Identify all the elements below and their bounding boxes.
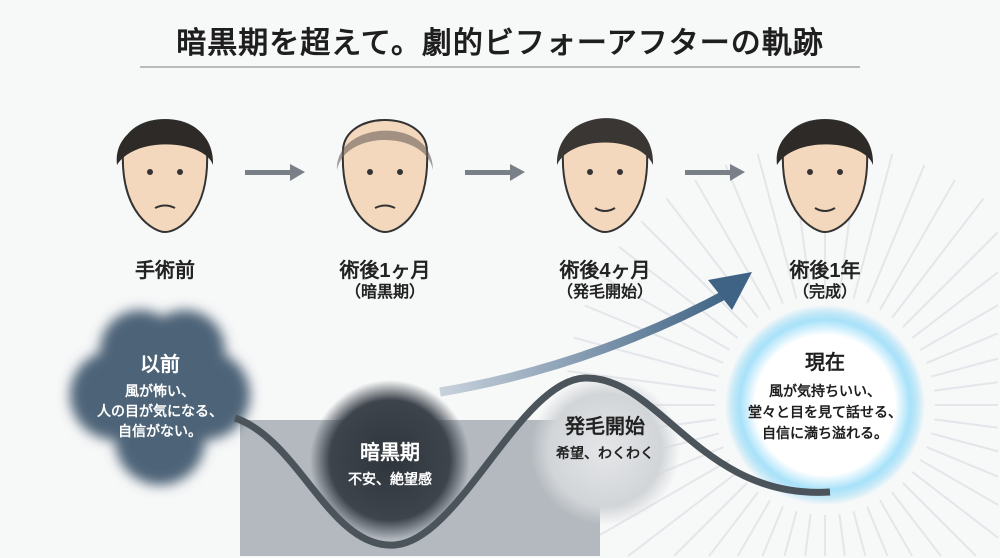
face-1month-icon: [336, 119, 433, 234]
stage-label-before: 手術前: [135, 260, 195, 282]
sunburst-ray: [879, 499, 914, 557]
sunburst-ray: [618, 245, 739, 339]
face-1year-icon: [776, 119, 874, 234]
sunburst-ray: [933, 418, 999, 429]
page-title: 暗黒期を超えて。劇的ビフォーアフターの軌跡: [176, 27, 824, 60]
sunburst-ray: [852, 153, 894, 300]
rising-arrow: [439, 288, 733, 397]
sunburst-ray: [879, 179, 956, 311]
bubble-before-title: 以前: [140, 354, 180, 376]
bubble-dark: 暗黒期 不安、絶望感: [320, 436, 460, 489]
sunburst-ray: [930, 432, 999, 453]
sunburst-ray: [919, 304, 999, 351]
sunburst-ray: [736, 499, 771, 557]
sunburst-ray: [673, 482, 748, 557]
sunburst-ray: [911, 471, 999, 539]
sunburst-ray: [627, 471, 739, 557]
sunburst-ray: [599, 274, 731, 351]
face-4months-icon: [556, 118, 654, 234]
stage-sub-4months: （発毛開始）: [556, 284, 653, 301]
bubble-now-line: 自信に満ち溢れる。: [762, 425, 888, 441]
bubble-before-line: 人の目が気になる、: [97, 403, 223, 419]
bubble-now-line: 堂々と目を見て話せる、: [748, 404, 902, 420]
stage-sub-1month: （暗黒期）: [344, 284, 425, 301]
sunburst-ray: [902, 482, 977, 557]
sunburst-ray: [694, 179, 771, 311]
sunburst-ray: [911, 271, 999, 339]
sunburst-ray: [783, 510, 798, 557]
sunburst-ray: [665, 198, 759, 319]
sunburst-ray: [852, 510, 867, 557]
bubble-growth: 発毛開始 希望、わくわく: [535, 410, 675, 463]
bubble-growth-title: 発毛開始: [565, 416, 645, 438]
face-before-icon: [116, 119, 214, 234]
stage-label-4months: 術後4ヶ月: [559, 260, 651, 282]
sunburst-ray: [761, 506, 784, 557]
sunburst-ray: [926, 332, 999, 364]
step-arrows: [245, 164, 745, 181]
sunburst-ray: [573, 336, 720, 378]
sunburst-ray: [866, 506, 889, 557]
sunburst-ray: [756, 153, 798, 300]
bubble-before: 以前 風が怖い、 人の目が気になる、 自信がない。: [70, 348, 250, 441]
sunburst-ray: [930, 357, 999, 378]
now-glow: [725, 305, 925, 505]
sunburst-ray: [902, 231, 999, 328]
stage-label-1year: 術後1年: [789, 260, 861, 282]
bubble-dark-line: 不安、絶望感: [348, 471, 432, 487]
stage-label-1month: 術後1ヶ月: [339, 260, 431, 282]
stage-sub-1year: （完成）: [792, 284, 857, 301]
sunburst-ray: [926, 446, 999, 478]
sunburst-ray: [838, 513, 846, 557]
growth-blob: [530, 375, 680, 525]
sunburst-ray: [724, 164, 784, 304]
dark-blob: [310, 380, 470, 540]
cloud-before: [70, 310, 250, 485]
sunburst-ray: [567, 370, 717, 392]
sunburst-ray: [804, 513, 812, 557]
bubble-dark-title: 暗黒期: [360, 442, 420, 464]
rising-arrow-head: [708, 272, 752, 310]
bubble-now-line: 風が気持ちいい、: [769, 383, 881, 399]
bubble-before-line: 自信がない。: [118, 423, 202, 439]
sunburst-ray: [891, 198, 985, 319]
bubble-before-line: 風が怖い、: [125, 383, 195, 399]
sunburst-ray: [584, 304, 724, 364]
bubble-growth-line: 希望、わくわく: [556, 445, 654, 461]
bubble-now-title: 現在: [805, 352, 845, 374]
sunburst-ray: [640, 220, 748, 328]
journey-curve: [233, 374, 831, 549]
sunburst-ray: [933, 381, 999, 392]
sunburst-ray: [708, 491, 759, 557]
bubble-now: 現在 風が気持ちいい、 堂々と目を見て話せる、 自信に満ち溢れる。: [725, 346, 925, 444]
sunburst-ray: [919, 459, 999, 506]
sunburst-ray: [866, 164, 926, 304]
sunburst-ray: [891, 491, 942, 557]
title-divider: [140, 66, 860, 68]
